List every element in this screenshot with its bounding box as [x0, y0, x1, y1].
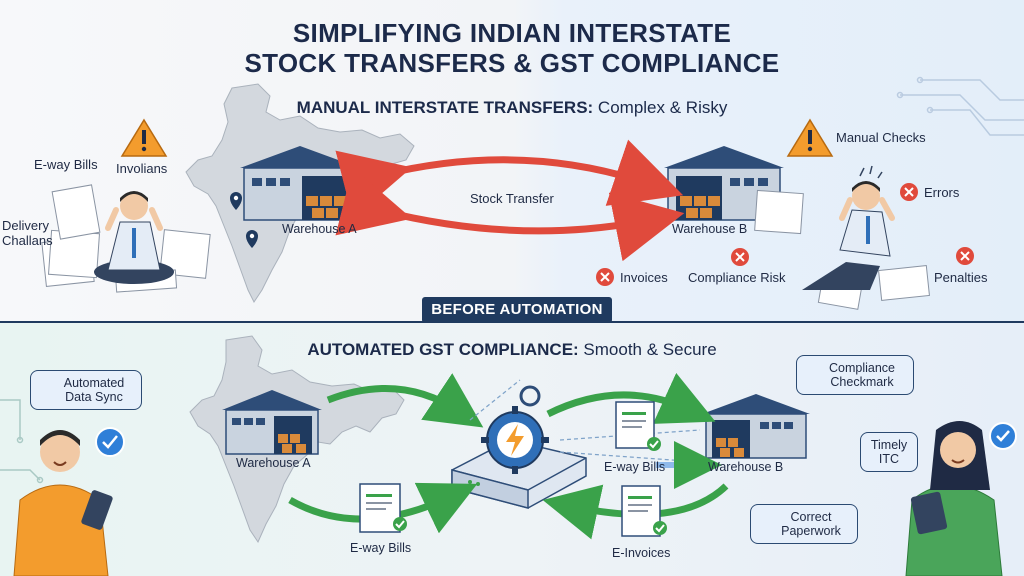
document-check-icon [359, 483, 407, 533]
label-manual-checks: Manual Checks [836, 130, 926, 145]
error-icon [731, 248, 749, 266]
happy-person-left [13, 430, 113, 576]
warning-icon [786, 118, 834, 157]
warehouse-a-bottom-icon [222, 390, 322, 455]
stressed-person-left [94, 191, 174, 284]
stressed-person-right [802, 165, 895, 290]
circuit-decoration-top [896, 76, 1024, 136]
label-warehouse-b-top: Warehouse B [672, 222, 748, 236]
bubble-correct-line-1: Correct [790, 510, 832, 524]
label-eway-bills-top: E-way Bills [604, 460, 666, 474]
manual-heading-bold: MANUAL INTERSTATE TRANSFERS: [296, 98, 594, 117]
main-title-line-2: STOCK TRANSFERS & GST COMPLIANCE [244, 48, 780, 78]
bubble-correct-paperwork: Correct Paperwork [750, 504, 858, 544]
document-check-icon [615, 401, 661, 451]
check-badge-icon [989, 422, 1017, 450]
bubble-compliance-checkmark: Compliance Checkmark [796, 355, 914, 395]
label-errors: Errors [924, 185, 960, 200]
document-check-icon [621, 485, 667, 537]
bubble-automated-data-sync: Automated Data Sync [30, 370, 142, 410]
automated-section-heading: AUTOMATED GST COMPLIANCE: Smooth & Secur… [0, 340, 1024, 360]
warehouse-b-bottom-icon [702, 394, 810, 459]
bubble-automated-line-1: Automated [63, 376, 125, 390]
label-warehouse-a-bottom: Warehouse A [236, 456, 311, 470]
error-icon [956, 247, 974, 265]
label-penalties: Penalties [934, 270, 988, 285]
label-compliance-risk: Compliance Risk [688, 270, 786, 285]
bubble-timely-line-1: Timely [870, 438, 908, 452]
before-automation-badge: BEFORE AUTOMATION [422, 297, 612, 323]
stock-transfer-arrow-lower [335, 167, 685, 262]
label-eway-bills: E-way Bills [34, 157, 98, 172]
error-icon [596, 268, 614, 286]
bubble-timely-line-2: ITC [878, 452, 900, 466]
label-stock-transfer: Stock Transfer [470, 191, 554, 206]
bubble-correct-line-2: Paperwork [781, 524, 841, 538]
manual-section-heading: MANUAL INTERSTATE TRANSFERS: Complex & R… [0, 98, 1024, 118]
map-pin-icon [230, 192, 242, 210]
label-challans: Challans [2, 233, 53, 248]
automated-heading-rest: Smooth & Secure [578, 340, 717, 359]
bubble-automated-line-2: Data Sync [65, 390, 123, 404]
label-warehouse-a-top: Warehouse A [282, 222, 357, 236]
map-pin-icon [246, 230, 258, 248]
label-warehouse-b-bottom: Warehouse B [708, 460, 784, 474]
bubble-compliance-line-1: Compliance [828, 361, 895, 375]
label-invoices: Invoices [620, 270, 668, 285]
label-e-invoices: E-Invoices [612, 546, 671, 560]
green-flow-arrows [288, 372, 729, 540]
automated-heading-bold: AUTOMATED GST COMPLIANCE: [307, 340, 579, 359]
bubble-compliance-line-2: Checkmark [830, 375, 894, 389]
error-icon [900, 183, 918, 201]
label-eway-bills-bottom: E-way Bills [350, 541, 412, 555]
label-delivery: Delivery [2, 218, 49, 233]
label-involians: Involians [116, 161, 168, 176]
manual-heading-rest: Complex & Risky [593, 98, 728, 117]
happy-person-right [905, 421, 1003, 576]
warning-icon [120, 118, 168, 157]
check-badge-icon [95, 427, 125, 457]
bubble-timely-itc: Timely ITC [860, 432, 918, 472]
main-title-line-1: SIMPLIFYING INDIAN INTERSTATE [292, 18, 732, 48]
